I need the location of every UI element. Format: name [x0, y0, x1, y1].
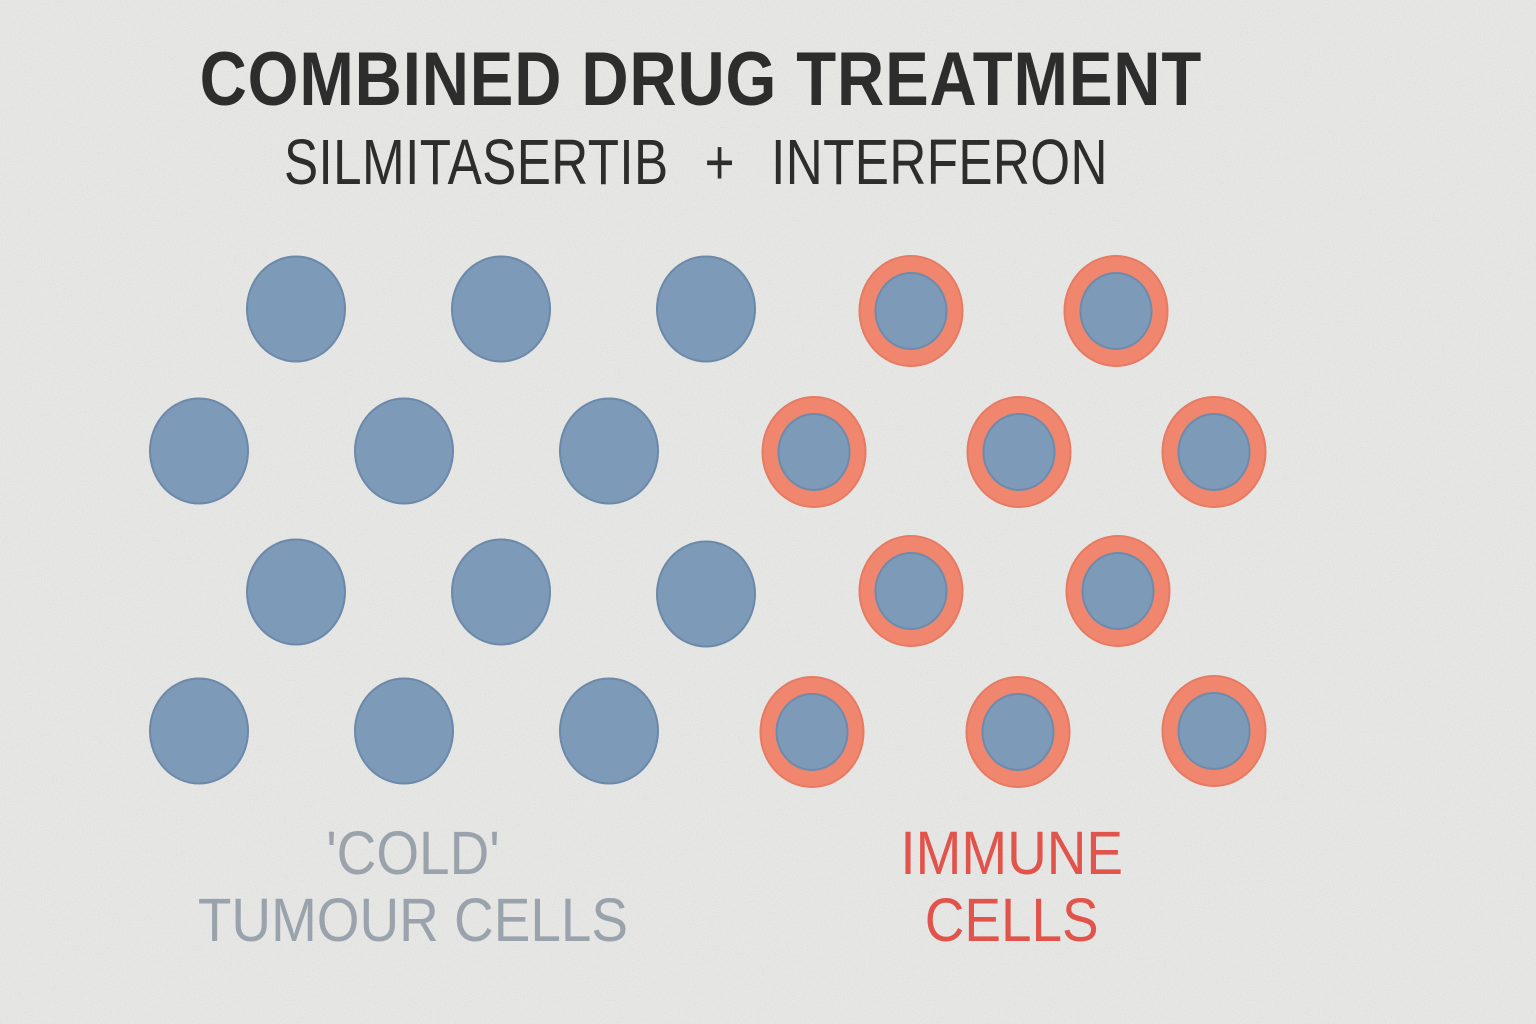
immune-cells-label-line1: IMMUNE: [900, 819, 1124, 887]
immune-cell: [761, 396, 867, 508]
tumour-cell: [559, 397, 659, 505]
page-subtitle: SILMITASERTIB + INTERFERON: [284, 126, 1108, 198]
tumour-cell: [656, 540, 756, 648]
tumour-cells-label-line2: TUMOUR CELLS: [197, 886, 629, 954]
immune-cell: [1063, 255, 1169, 367]
immune-cell-core: [1177, 413, 1251, 491]
immune-cells-label: IMMUNE CELLS: [901, 820, 1124, 954]
tumour-cell: [149, 677, 249, 785]
tumour-cell: [354, 397, 454, 505]
tumour-cells-label: 'COLD' TUMOUR CELLS: [198, 820, 628, 954]
immune-cell: [858, 255, 964, 367]
immune-cell: [1161, 396, 1267, 508]
immune-cell-core: [981, 693, 1055, 771]
tumour-cells-label-line1: 'COLD': [326, 819, 500, 887]
immune-cell: [966, 396, 1072, 508]
immune-cell-core: [777, 413, 851, 491]
immune-cell: [965, 676, 1071, 788]
immune-cell: [1161, 675, 1267, 787]
immune-cell-core: [874, 552, 948, 630]
immune-cell-core: [775, 693, 849, 771]
immune-cell: [1065, 535, 1171, 647]
immune-cell-core: [1081, 552, 1155, 630]
immune-cells-label-line2: CELLS: [925, 886, 1099, 954]
tumour-cell: [246, 255, 346, 363]
page-title: COMBINED DRUG TREATMENT: [199, 37, 1203, 122]
immune-cell-core: [1079, 272, 1153, 350]
tumour-cell: [354, 677, 454, 785]
tumour-cell: [246, 538, 346, 646]
immune-cell: [858, 535, 964, 647]
immune-cell-core: [874, 272, 948, 350]
tumour-cell: [149, 397, 249, 505]
immune-cell-core: [1177, 692, 1251, 770]
tumour-cell: [451, 538, 551, 646]
tumour-cell: [451, 255, 551, 363]
immune-cell-core: [982, 413, 1056, 491]
tumour-cell: [656, 255, 756, 363]
tumour-cell: [559, 677, 659, 785]
immune-cell: [759, 676, 865, 788]
